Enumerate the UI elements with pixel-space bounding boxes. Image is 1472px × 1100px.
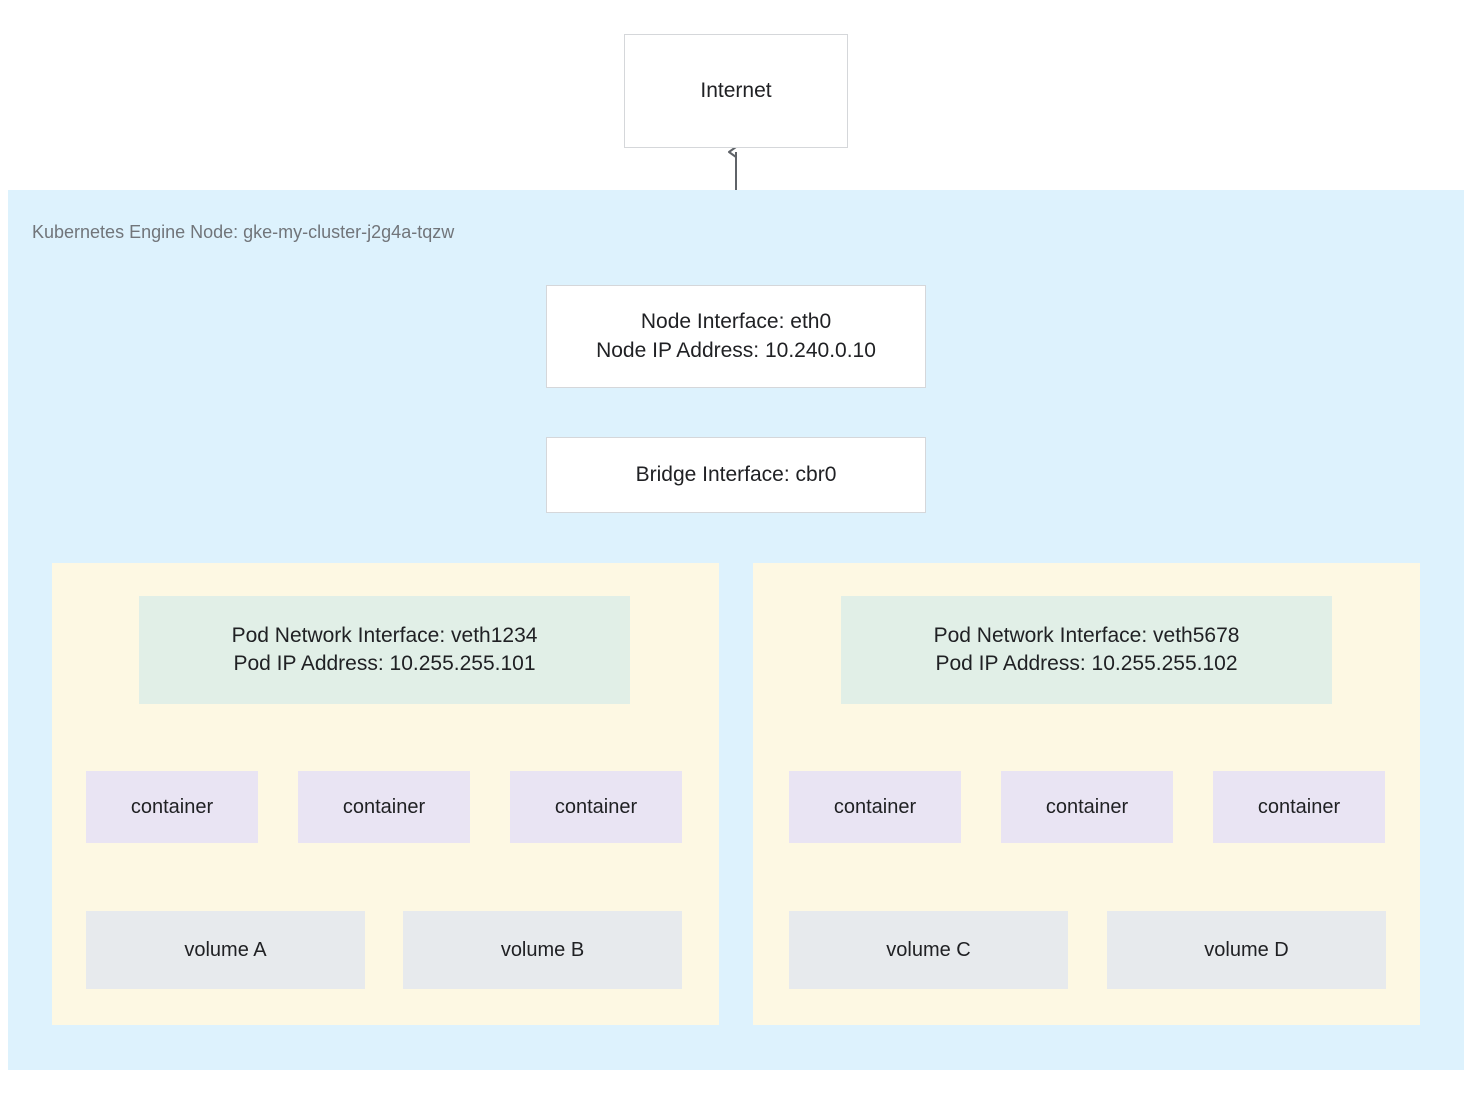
pod-1-container-2[interactable]: container bbox=[1213, 771, 1385, 843]
container-label: container bbox=[1045, 795, 1129, 818]
container-label: container bbox=[833, 795, 917, 818]
container-label: container bbox=[554, 795, 638, 818]
pod-0-volume-0[interactable]: volume A bbox=[86, 911, 365, 989]
bridge-interface-box[interactable]: Bridge Interface: cbr0 bbox=[546, 437, 926, 513]
container-label: container bbox=[130, 795, 214, 818]
pod-1-interface-name: Pod Network Interface: veth5678 bbox=[933, 623, 1240, 647]
node-ip-address: Node IP Address: 10.240.0.10 bbox=[596, 338, 876, 362]
pod-1-volume-1[interactable]: volume D bbox=[1107, 911, 1386, 989]
pod-0-interface-name: Pod Network Interface: veth1234 bbox=[231, 623, 538, 647]
container-label: container bbox=[1257, 795, 1341, 818]
pod-0-ip-address: Pod IP Address: 10.255.255.101 bbox=[233, 652, 536, 675]
pod-1-volume-0[interactable]: volume C bbox=[789, 911, 1068, 989]
pod-0-interface-box[interactable]: Pod Network Interface: veth1234 Pod IP A… bbox=[139, 596, 630, 704]
pod-0-volume-1[interactable]: volume B bbox=[403, 911, 682, 989]
node-interface-name: Node Interface: eth0 bbox=[640, 310, 832, 334]
pod-0-container-1[interactable]: container bbox=[298, 771, 470, 843]
kubernetes-node-label: Kubernetes Engine Node: gke-my-cluster-j… bbox=[32, 222, 455, 242]
internet-label: Internet bbox=[700, 78, 772, 102]
bridge-interface-label: Bridge Interface: cbr0 bbox=[635, 462, 837, 486]
volume-label: volume B bbox=[500, 938, 585, 961]
pod-0-container-0[interactable]: container bbox=[86, 771, 258, 843]
pod-1-interface-box[interactable]: Pod Network Interface: veth5678 Pod IP A… bbox=[841, 596, 1332, 704]
pod-1-container-0[interactable]: container bbox=[789, 771, 961, 843]
internet-box[interactable]: Internet bbox=[624, 34, 848, 148]
volume-label: volume D bbox=[1204, 938, 1289, 961]
pod-0-container-2[interactable]: container bbox=[510, 771, 682, 843]
pod-1-container-1[interactable]: container bbox=[1001, 771, 1173, 843]
container-label: container bbox=[342, 795, 426, 818]
node-interface-box[interactable]: Node Interface: eth0 Node IP Address: 10… bbox=[546, 285, 926, 388]
volume-label: volume A bbox=[184, 938, 267, 961]
pod-1-ip-address: Pod IP Address: 10.255.255.102 bbox=[935, 652, 1238, 675]
volume-label: volume C bbox=[886, 938, 971, 961]
